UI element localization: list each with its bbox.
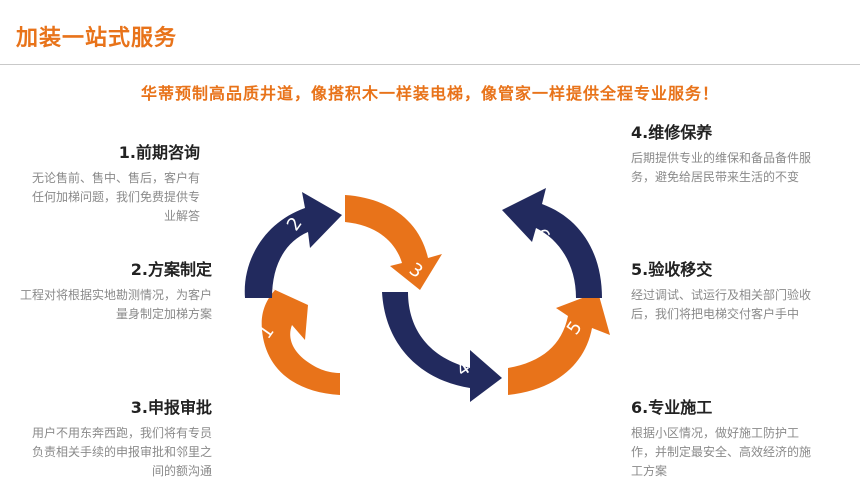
step-description: 工程对将根据实地勘测情况，为客户量身制定加梯方案 <box>19 288 212 321</box>
step-title: 4.维修保养 <box>631 123 713 142</box>
arrow-1: 1 <box>255 283 340 395</box>
step-description: 无论售前、售中、售后，客户有任何加梯问题，我们免费提供专业解答 <box>31 171 200 223</box>
step-title: 6.专业施工 <box>631 398 713 417</box>
page-title: 加装一站式服务 <box>16 26 178 51</box>
step-planning: 2.方案制定 工程对将根据实地勘测情况，为客户量身制定加梯方案 <box>12 260 212 324</box>
slogan: 华蒂预制高品质井道，像搭积木一样装电梯，像管家一样提供全程专业服务！ <box>140 84 719 103</box>
step-consultation: 1.前期咨询 无论售前、售中、售后，客户有任何加梯问题，我们免费提供专业解答 <box>0 143 200 226</box>
arrow-6: 6 <box>502 188 602 298</box>
step-title: 2.方案制定 <box>130 260 212 279</box>
step-approval: 3.申报审批 用户不用东奔西跑，我们将有专员负责相关手续的申报审批和邻里之间的额… <box>12 398 212 481</box>
step-construction: 6.专业施工 根据小区情况，做好施工防护工作，并制定最安全、高效经济的施工方案 <box>631 398 831 481</box>
title-divider <box>0 64 860 65</box>
arrow-5: 5 <box>508 292 610 395</box>
process-cycle-diagram: 1 2 3 4 5 6 <box>230 180 630 410</box>
step-description: 经过调试、试运行及相关部门验收后，我们将把电梯交付客户手中 <box>631 288 812 321</box>
step-title: 5.验收移交 <box>631 260 713 279</box>
step-description: 根据小区情况，做好施工防护工作，并制定最安全、高效经济的施工方案 <box>631 426 812 478</box>
arrow-4: 4 <box>382 292 502 402</box>
step-acceptance: 5.验收移交 经过调试、试运行及相关部门验收后，我们将把电梯交付客户手中 <box>631 260 831 324</box>
arrow-2: 2 <box>244 192 342 298</box>
step-title: 3.申报审批 <box>130 398 212 417</box>
arrow-3: 3 <box>345 195 442 290</box>
step-description: 用户不用东奔西跑，我们将有专员负责相关手续的申报审批和邻里之间的额沟通 <box>31 426 212 478</box>
step-description: 后期提供专业的维保和备品备件服务，避免给居民带来生活的不变 <box>631 151 812 184</box>
cycle-arrows: 1 2 3 4 5 6 <box>244 188 610 402</box>
step-title: 1.前期咨询 <box>118 143 200 162</box>
step-maintenance: 4.维修保养 后期提供专业的维保和备品备件服务，避免给居民带来生活的不变 <box>631 123 831 187</box>
